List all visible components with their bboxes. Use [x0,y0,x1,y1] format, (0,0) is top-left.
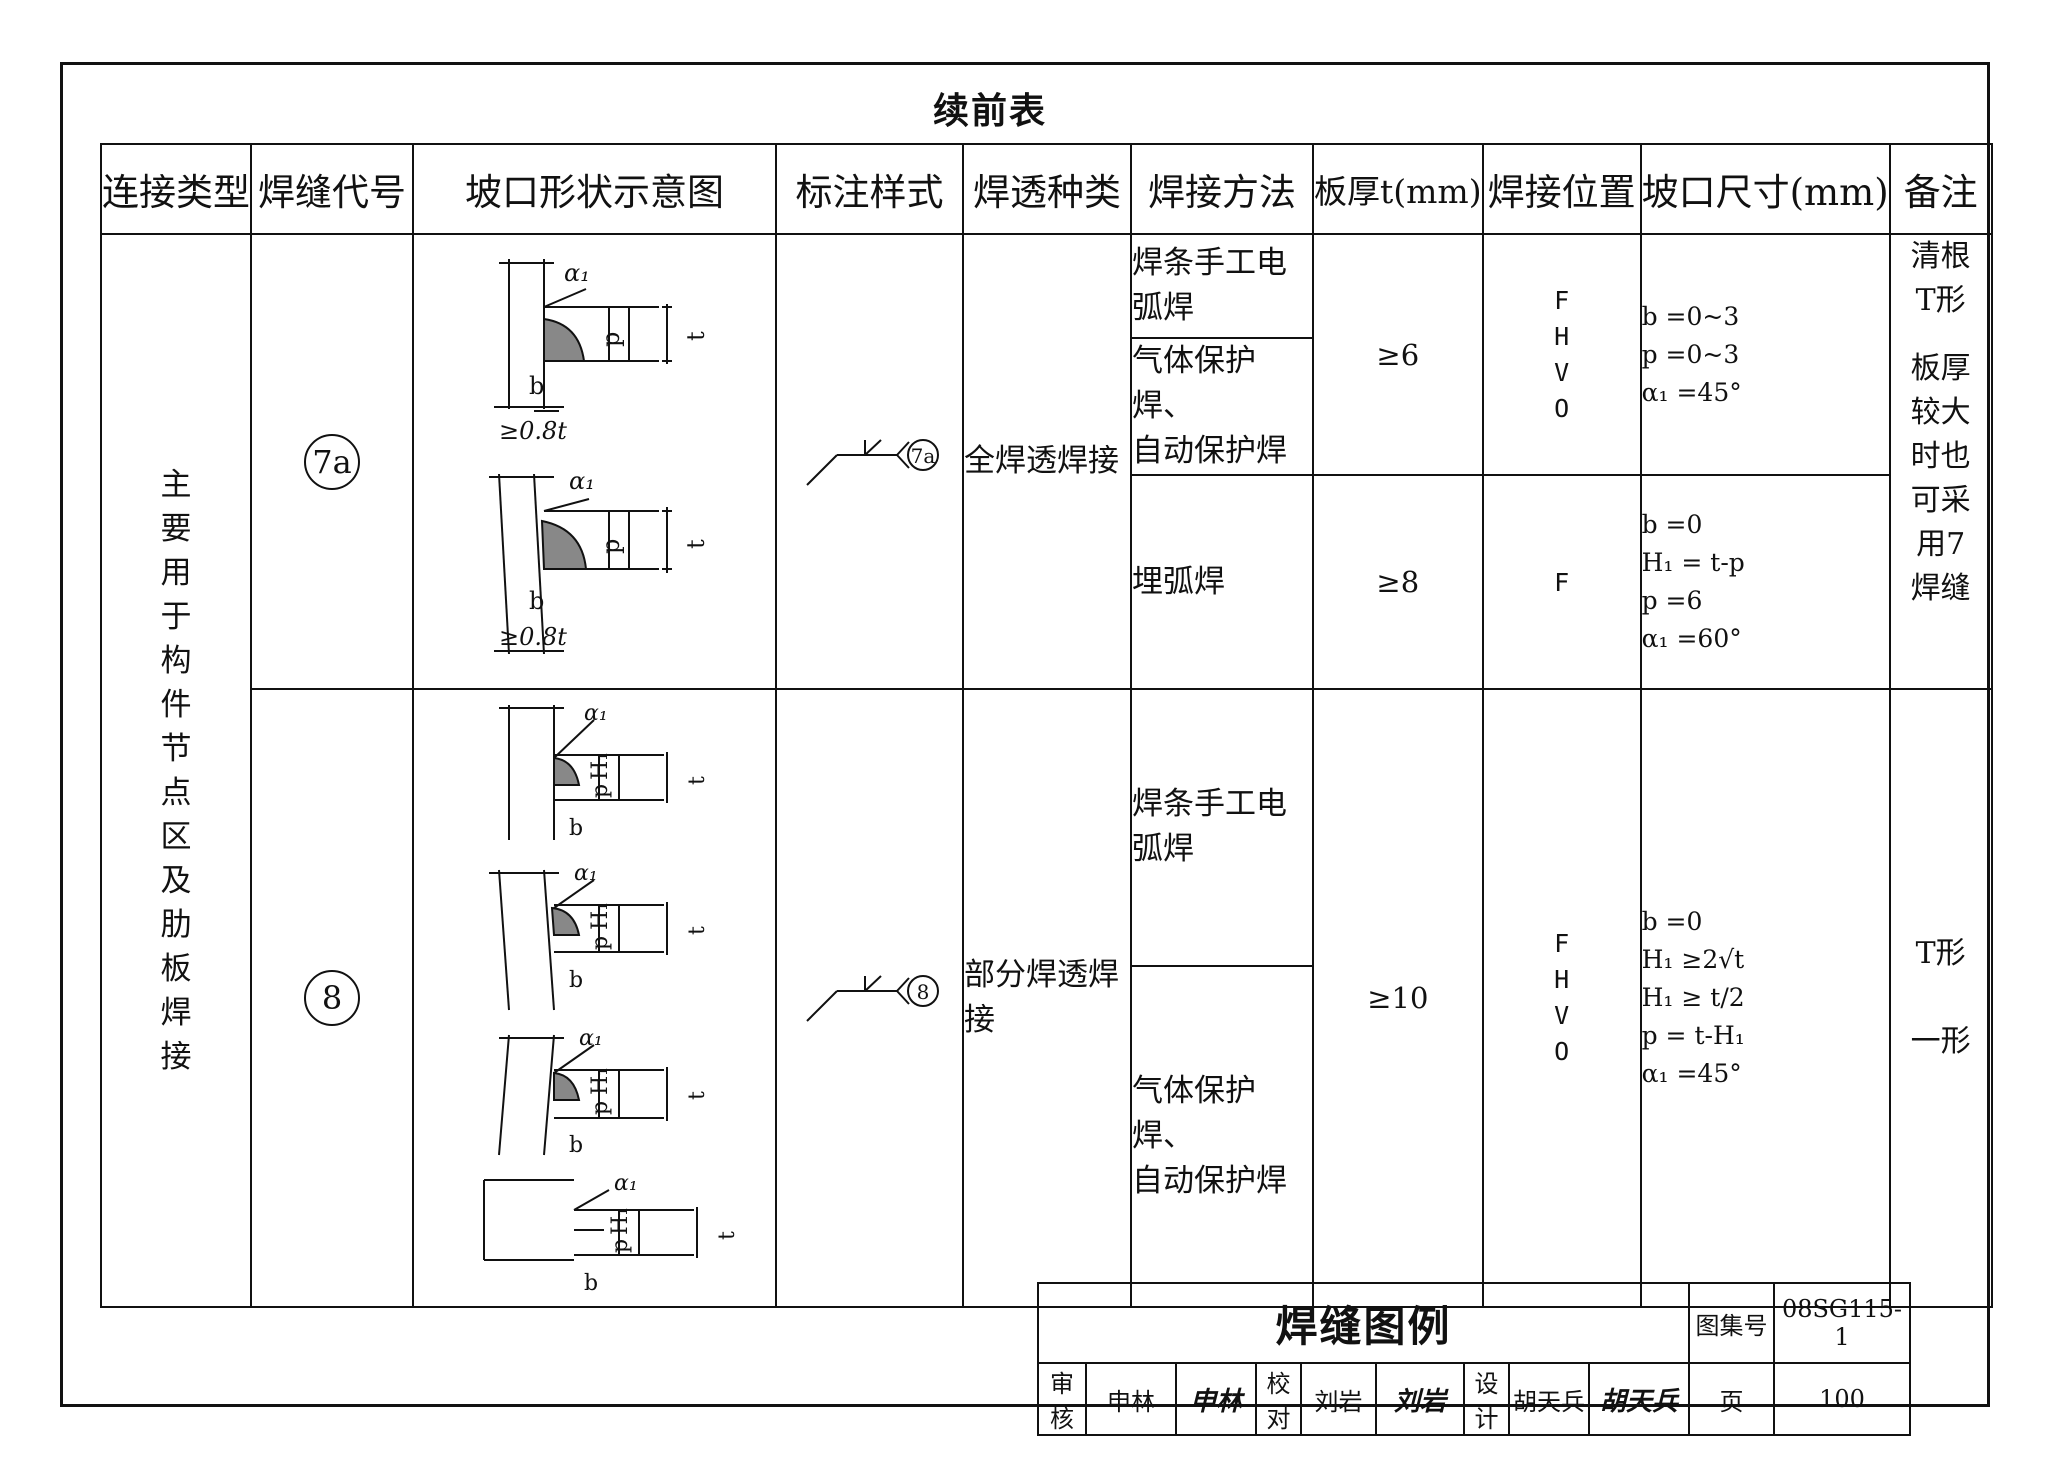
sketch-8-h-2: H₁ [588,902,613,930]
sketch-8-alpha-2: α₁ [574,861,598,886]
header-groove-sketch: 坡口形状示意图 [412,143,777,235]
header-penetration: 焊透种类 [962,143,1132,235]
atlas-number: 08SG115-1 [1773,1282,1911,1364]
dims-8: b =0 H₁ ≥2√t H₁ ≥ t/2 p = t-H₁ α₁ =45° [1639,688,1891,1308]
dims-7a-2: b =0 H₁ = t-p p =6 α₁ =60° [1639,474,1891,690]
sketch-7a-min-lower: ≥0.8t [499,623,567,651]
sketch-7a-p-lower: p [597,538,625,553]
weld-symbol-8: 8 [806,975,939,1022]
sketch-7a-cell: α₁ p t b ≥0.8t α₁ p t b ≥0.8t [412,233,777,690]
method-7a-2: 气体保护焊、 自动保护焊 [1130,337,1314,476]
groove-sketch-7a: α₁ p t b ≥0.8t α₁ p t b ≥0.8t [489,258,710,654]
position-7a-1: F H V O [1481,233,1642,476]
groove-sketch-8: α₁ H₁ p t b α₁ H₁ p t b α₁ H₁ p t b α₁ H [483,701,740,1296]
sketch-8-t-2: t [685,926,710,935]
checker-signature: 刘岩 [1375,1362,1465,1436]
header-remark: 备注 [1888,143,1993,235]
sketch-8-p-1: p [588,784,613,798]
atlas-label: 图集号 [1688,1282,1775,1364]
sketch-7a-t-lower: t [682,539,710,549]
designer-name: 胡天兵 [1508,1362,1590,1436]
weld-symbol-8-code: 8 [917,980,930,1004]
sketch-7a-p-upper: p [597,331,625,346]
sketch-8-alpha-4: α₁ [614,1171,638,1196]
thickness-8: ≥10 [1312,688,1484,1308]
penetration-7a: 全焊透焊接 [962,233,1132,690]
reviewer-signature: 申林 [1175,1362,1257,1436]
row-8-sub2: 气体保护焊、 自动保护焊 [101,964,1992,1309]
header-weld-code: 焊缝代号 [250,143,414,235]
penetration-8: 部分焊透焊 接 [962,688,1132,1308]
sketch-8-b-3: b [569,1133,583,1158]
row-7a-sub3: 埋弧焊 ≥8 F b =0 H₁ = t-p p =6 α₁ =60° [101,474,1992,690]
connection-type-cell: 主 要 用 于 构 件 节 点 区 及 肋 板 焊 接 [100,233,252,1308]
sketch-7a-alpha-lower: α₁ [569,467,595,495]
header-method: 焊接方法 [1130,143,1314,235]
header-row: 连接类型 焊缝代号 坡口形状示意图 标注样式 焊透种类 焊接方法 板厚t(mm)… [100,143,1993,235]
header-position: 焊接位置 [1481,143,1642,235]
sketch-8-t-1: t [685,776,710,785]
sketch-8-h-4: H₁ [608,1207,633,1235]
header-thickness: 板厚t(mm) [1312,143,1484,235]
table-caption: 续前表 [932,90,1047,132]
sketch-8-t-3: t [685,1091,710,1100]
method-8-2: 气体保护焊、 自动保护焊 [1130,964,1314,1309]
method-7a-3: 埋弧焊 [1130,474,1314,690]
row-7a-sub1: 主 要 用 于 构 件 节 点 区 及 肋 板 焊 接 7a [100,233,1993,1308]
thickness-7a-1: ≥6 [1312,233,1484,476]
drawing-title: 焊缝图例 [1037,1282,1690,1364]
remark-8: T形 一形 [1888,688,1993,1308]
thickness-7a-2: ≥8 [1312,474,1484,690]
sketch-8-alpha-1: α₁ [584,701,608,726]
reviewer-name: 申林 [1085,1362,1177,1436]
title-block: 焊缝图例 图集号 08SG115-1 审核 申林 申林 校对 刘岩 刘岩 设计 … [1037,1282,1911,1436]
design-label: 设计 [1463,1362,1510,1436]
header-connection-type: 连接类型 [100,143,252,235]
sketch-7a-alpha-upper: α₁ [564,259,590,287]
weld-code-7a-cell: 7a [250,233,414,690]
weld-code-7a: 7a [304,433,360,490]
sketch-7a-b-lower: b [529,587,544,615]
sketch-7a-b-upper: b [529,372,544,400]
weld-code-8: 8 [304,970,360,1026]
sketch-8-b-1: b [569,816,583,841]
row-8-sub1: 8 [101,688,1993,1308]
sketch-8-t-4: t [715,1231,740,1240]
marking-7a-cell: 7a [775,233,964,690]
check-label: 校对 [1255,1362,1302,1436]
sketch-8-p-4: p [608,1239,633,1253]
dims-7a-1: b =0~3 p =0~3 α₁ =45° [1639,233,1891,476]
sketch-8-p-3: p [588,1101,613,1115]
remark-7a: 清根 T形 板厚 较大 时也 可采 用7 焊缝 [1888,233,1993,690]
weld-legend-table: 连接类型 焊缝代号 坡口形状示意图 标注样式 焊透种类 焊接方法 板厚t(mm)… [100,143,1993,1309]
page-number: 100 [1773,1362,1911,1436]
review-label: 审核 [1037,1362,1087,1436]
method-7a-1: 焊条手工电 弧焊 [1130,233,1314,339]
row-7a-sub2: 气体保护焊、 自动保护焊 [101,337,1992,476]
checker-name: 刘岩 [1300,1362,1377,1436]
weld-symbol-7a-code: 7a [911,444,936,468]
sketch-8-alpha-3: α₁ [579,1026,603,1051]
weld-symbol-7a: 7a [806,438,939,486]
sketch-8-p-2: p [588,936,613,950]
weld-code-8-cell: 8 [250,688,414,1308]
method-8-1: 焊条手工电 弧焊 [1130,688,1314,967]
sketch-7a-t-upper: t [682,331,710,341]
sketch-8-b-4: b [584,1271,598,1296]
sketch-7a-min-upper: ≥0.8t [499,417,567,445]
position-7a-2: F [1481,474,1642,690]
sketch-8-cell: α₁ H₁ p t b α₁ H₁ p t b α₁ H₁ p t b α₁ H [412,688,777,1308]
header-marking-style: 标注样式 [775,143,964,235]
page-label: 页 [1688,1362,1775,1436]
header-groove-size: 坡口尺寸(mm) [1639,143,1891,235]
sketch-8-b-2: b [569,968,583,993]
designer-signature: 胡天兵 [1588,1362,1690,1436]
sketch-8-h-3: H₁ [588,1067,613,1095]
marking-8-cell: 8 [775,688,964,1308]
position-8: F H V O [1481,688,1642,1308]
sketch-8-h-1: H₁ [588,752,613,780]
